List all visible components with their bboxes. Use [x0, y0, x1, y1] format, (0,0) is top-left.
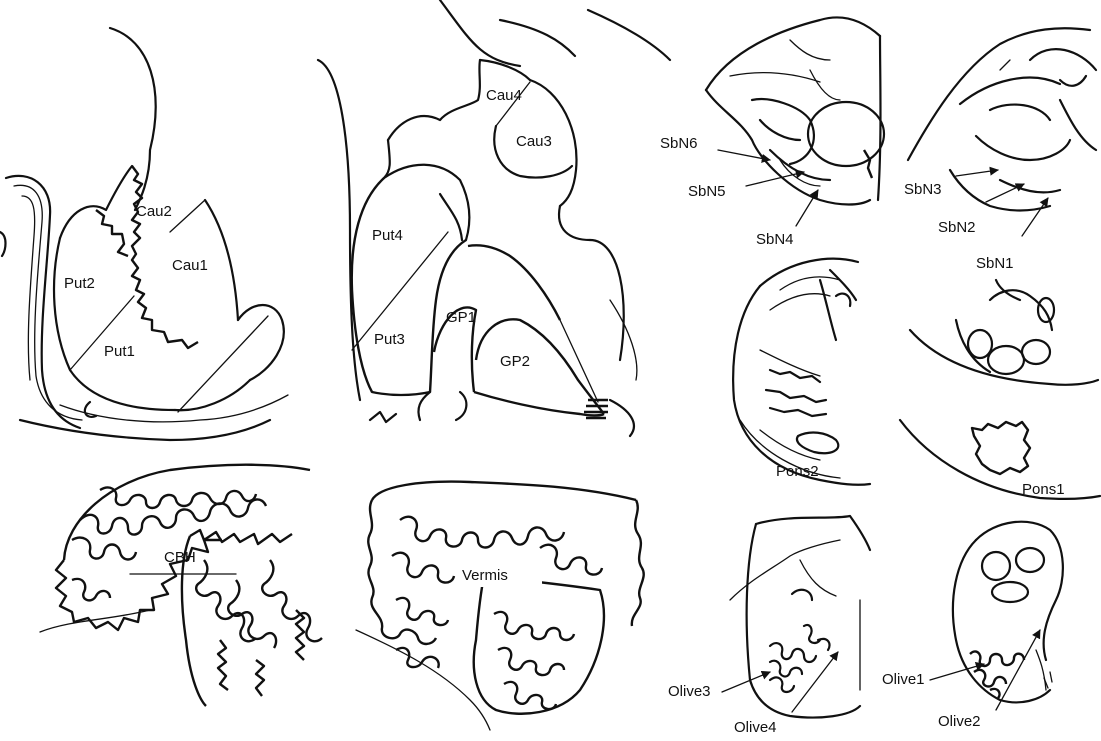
pons-left-panel: Pons2 — [733, 259, 870, 485]
label-sbn6: SbN6 — [660, 135, 698, 152]
pons-right-panel: Pons1 — [900, 280, 1100, 499]
label-pons1: Pons1 — [1022, 481, 1065, 498]
label-olive4: Olive4 — [734, 719, 777, 736]
label-sbn2: SbN2 — [938, 219, 976, 236]
label-olive2: Olive2 — [938, 713, 981, 730]
label-put2: Put2 — [64, 275, 95, 292]
label-pons2: Pons2 — [776, 463, 819, 480]
label-put4: Put4 — [372, 227, 403, 244]
label-cbh: CBH — [164, 549, 196, 566]
label-sbn5: SbN5 — [688, 183, 726, 200]
cerebellar-hemisphere-panel: CBH — [40, 465, 322, 706]
label-cau1: Cau1 — [172, 257, 208, 274]
pallidum-section-panel: Cau4 Cau3 Put4 Put3 GP1 GP2 — [318, 0, 670, 436]
label-sbn3: SbN3 — [904, 181, 942, 198]
label-sbn4: SbN4 — [756, 231, 794, 248]
olive-right-panel: Olive1 Olive2 — [882, 522, 1063, 730]
label-olive1: Olive1 — [882, 671, 925, 688]
label-cau3: Cau3 — [516, 133, 552, 150]
substantia-nigra-left-panel: SbN6 SbN5 SbN4 — [660, 17, 884, 248]
label-put3: Put3 — [374, 331, 405, 348]
label-sbn1: SbN1 — [976, 255, 1014, 272]
label-gp1: GP1 — [446, 309, 476, 326]
label-gp2: GP2 — [500, 353, 530, 370]
label-cau2: Cau2 — [136, 203, 172, 220]
label-cau4: Cau4 — [486, 87, 522, 104]
label-vermis: Vermis — [462, 567, 508, 584]
vermis-panel: Vermis — [356, 482, 644, 730]
label-put1: Put1 — [104, 343, 135, 360]
olive-left-panel: Olive3 Olive4 — [668, 516, 870, 736]
label-olive3: Olive3 — [668, 683, 711, 700]
substantia-nigra-right-panel: SbN3 SbN2 SbN1 — [904, 28, 1096, 272]
striatum-section-panel: Cau2 Cau1 Put2 Put1 — [0, 28, 288, 440]
